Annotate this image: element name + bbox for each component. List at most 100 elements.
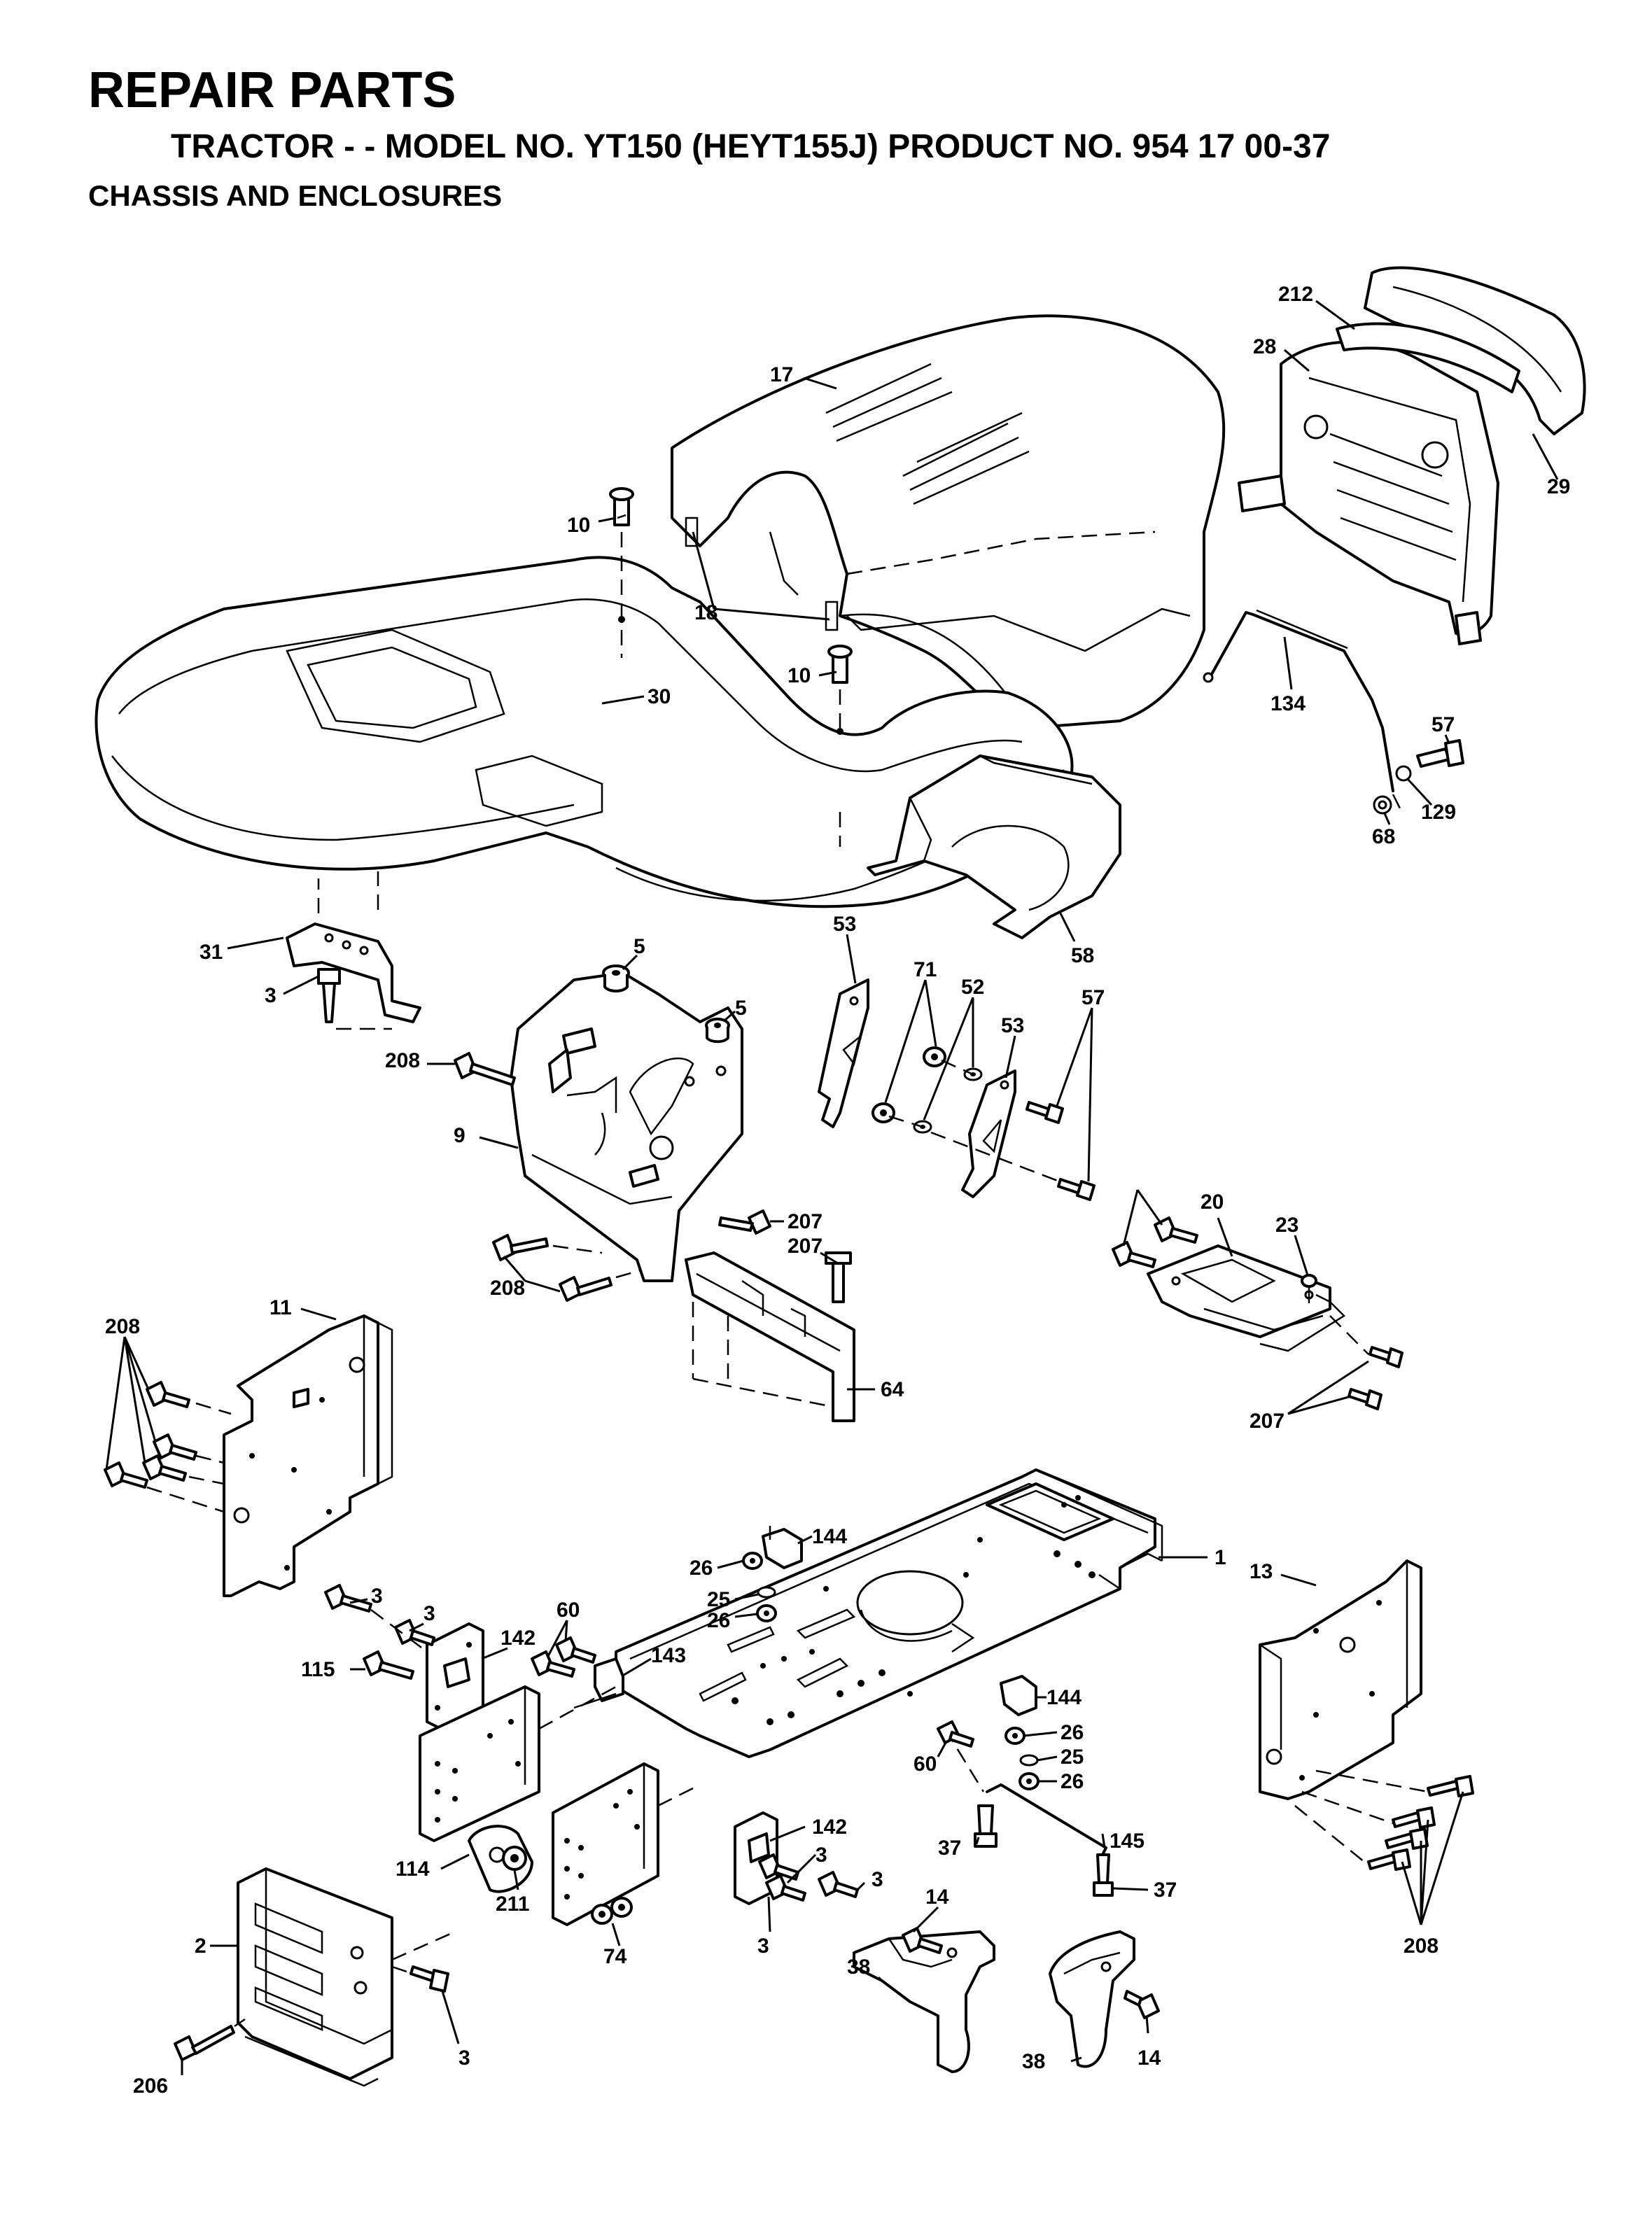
shield-part bbox=[867, 754, 1121, 939]
callout-label: 144 bbox=[1046, 1686, 1082, 1709]
callout-label: 31 bbox=[200, 941, 223, 964]
hood-rod-hardware bbox=[1373, 739, 1464, 815]
callout-label: 38 bbox=[1022, 2050, 1045, 2073]
callout-label: 37 bbox=[1154, 1879, 1177, 1902]
callout-label: 28 bbox=[1253, 335, 1276, 358]
callout-label: 71 bbox=[913, 958, 937, 981]
callout-label: 3 bbox=[816, 1844, 827, 1867]
pedal-bracket-53a bbox=[818, 978, 869, 1128]
rod-145-part bbox=[944, 1728, 1114, 1897]
grommet-5a bbox=[602, 964, 630, 992]
callout-label: 18 bbox=[694, 601, 718, 624]
bracket-143-part bbox=[573, 1657, 624, 1709]
callout-label: 10 bbox=[567, 514, 590, 537]
nut-23 bbox=[1301, 1274, 1317, 1309]
callout-labels: 212 28 29 17 10 18 30 10 134 57 129 68 3… bbox=[105, 283, 1570, 2098]
callout-label: 53 bbox=[1001, 1014, 1024, 1037]
leader-lines bbox=[105, 300, 1559, 2075]
callout-label: 57 bbox=[1082, 986, 1105, 1009]
callout-label: 207 bbox=[1250, 1410, 1284, 1433]
callout-label: 208 bbox=[1404, 1935, 1438, 1958]
bolt-206 bbox=[174, 2018, 246, 2061]
callout-label: 26 bbox=[1060, 1770, 1084, 1793]
callout-label: 26 bbox=[690, 1557, 713, 1580]
callout-label: 17 bbox=[770, 363, 793, 386]
grille-seal-part bbox=[1336, 322, 1520, 393]
callout-label: 3 bbox=[371, 1585, 383, 1608]
grommet-5b bbox=[705, 1018, 730, 1044]
axle-support-right bbox=[1049, 1930, 1135, 2068]
hood-bolt bbox=[609, 487, 634, 658]
section-title: CHASSIS AND ENCLOSURES bbox=[88, 179, 503, 212]
nut-211 bbox=[502, 1846, 527, 1871]
nuts-71 bbox=[872, 1046, 946, 1123]
side-panel-left-part bbox=[223, 1314, 393, 1597]
dash-bolts bbox=[454, 1052, 771, 1302]
plate-lower-rear bbox=[552, 1762, 701, 1926]
callout-label: 3 bbox=[872, 1868, 883, 1891]
bolt-3-front bbox=[391, 1965, 449, 1993]
front-plate-part bbox=[237, 1867, 456, 2087]
bracket-144-top bbox=[762, 1526, 803, 1569]
callout-label: 2 bbox=[195, 1935, 206, 1958]
callout-label: 143 bbox=[651, 1644, 686, 1667]
callout-label: 14 bbox=[1138, 2047, 1161, 2070]
callout-label: 30 bbox=[648, 685, 671, 708]
callout-label: 3 bbox=[265, 984, 276, 1007]
bolt-60-right bbox=[937, 1720, 974, 1748]
callout-label: 60 bbox=[913, 1753, 937, 1776]
callout-label: 13 bbox=[1250, 1560, 1273, 1583]
callout-label: 57 bbox=[1432, 713, 1455, 736]
callout-label: 10 bbox=[788, 664, 811, 687]
bolt-3-top bbox=[317, 968, 392, 1030]
callout-label: 23 bbox=[1275, 1214, 1298, 1237]
callout-label: 1 bbox=[1214, 1546, 1226, 1569]
left-bolts bbox=[324, 1584, 596, 1680]
callout-label: 3 bbox=[458, 2047, 470, 2070]
grille-part bbox=[1238, 340, 1499, 645]
callout-label: 37 bbox=[938, 1837, 961, 1860]
callout-label: 53 bbox=[833, 913, 856, 936]
plate-142-lower bbox=[734, 1811, 778, 1905]
callout-label: 3 bbox=[757, 1935, 769, 1958]
callout-label: 207 bbox=[788, 1235, 822, 1258]
callout-label: 74 bbox=[603, 1945, 627, 1968]
nuts-74 bbox=[591, 1897, 633, 1925]
bracket-20-part bbox=[1147, 1244, 1345, 1352]
callout-label: 208 bbox=[385, 1049, 420, 1072]
callout-label: 208 bbox=[490, 1277, 525, 1300]
plate-142-upper bbox=[426, 1622, 484, 1730]
callout-label: 208 bbox=[105, 1315, 140, 1338]
callout-label: 58 bbox=[1071, 944, 1094, 967]
callout-label: 64 bbox=[881, 1378, 904, 1401]
side-panel-right-part bbox=[1259, 1559, 1422, 1800]
callout-label: 115 bbox=[301, 1658, 335, 1681]
bolts-208-right bbox=[1294, 1769, 1474, 1871]
callout-label: 142 bbox=[812, 1816, 847, 1839]
callout-label: 38 bbox=[847, 1956, 870, 1979]
callout-label: 25 bbox=[707, 1588, 730, 1611]
callout-label: 9 bbox=[454, 1124, 465, 1147]
model-line: TRACTOR - - MODEL NO. YT150 (HEYT155J) P… bbox=[171, 128, 1331, 165]
callout-label: 207 bbox=[788, 1210, 822, 1233]
callout-label: 52 bbox=[961, 976, 984, 999]
callout-label: 5 bbox=[634, 935, 645, 958]
seat-bracket-part bbox=[286, 871, 421, 1023]
callout-label: 26 bbox=[707, 1609, 730, 1632]
battery-support-part bbox=[685, 1251, 855, 1422]
callout-label: 5 bbox=[735, 997, 747, 1020]
hood-rod-part bbox=[1203, 609, 1401, 809]
callout-label: 129 bbox=[1421, 801, 1456, 824]
callout-label: 60 bbox=[556, 1599, 580, 1622]
callout-label: 144 bbox=[812, 1525, 847, 1548]
pedal-bracket-53b bbox=[961, 1069, 1016, 1198]
callout-label: 114 bbox=[396, 1858, 430, 1881]
callout-label: 212 bbox=[1278, 283, 1313, 306]
nuts-washers-26-25 bbox=[742, 1552, 1040, 1790]
bracket-144-mid bbox=[1000, 1675, 1037, 1716]
axle-support-left bbox=[853, 1930, 995, 2073]
callout-label: 142 bbox=[500, 1627, 536, 1650]
callout-label: 134 bbox=[1270, 692, 1306, 715]
callout-label: 211 bbox=[496, 1893, 529, 1916]
